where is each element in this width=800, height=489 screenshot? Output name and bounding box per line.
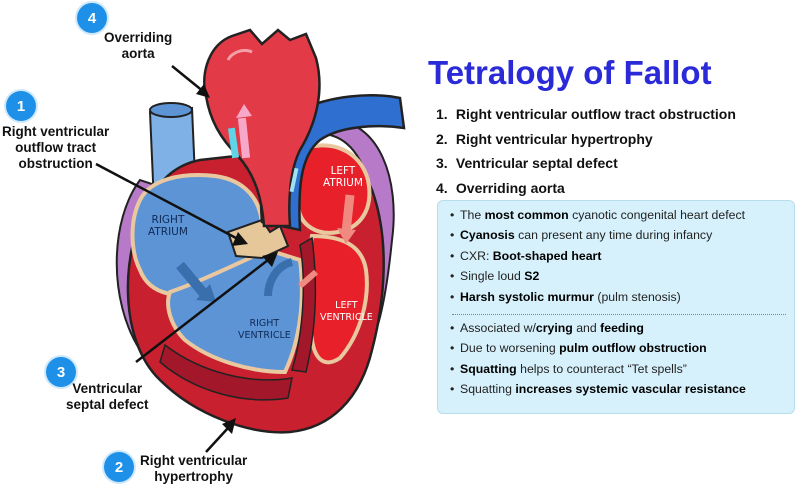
leader-arrowhead-septal-defect [262, 252, 278, 267]
badge-3: 3 [46, 357, 76, 387]
leader-arrowhead-overriding-aorta [196, 84, 210, 98]
pulmonary-flow-arrow [289, 167, 299, 193]
leader-arrowhead-hypertrophy [222, 418, 236, 434]
left-atrium-flow-arrowhead [337, 228, 356, 244]
facts-divider [452, 314, 786, 315]
right-atrium-flow-arrow [176, 261, 209, 299]
facts-list-tet-spells: •Associated w/crying and feeding •Due to… [450, 318, 746, 400]
fact-item: •The most common cyanotic congenital hea… [450, 208, 746, 222]
facts-panel: •The most common cyanotic congenital hea… [437, 200, 795, 414]
fact-item: •Due to worsening pulm outflow obstructi… [450, 341, 707, 356]
fact-item: •Harsh systolic murmur (pulm stenosis) [450, 289, 681, 304]
left-atrium-flow-arrow [341, 194, 355, 233]
fact-item: •Cyanosis can present any time during in… [450, 228, 713, 243]
aorta-flow-arrowhead [236, 104, 252, 118]
defect-item: 4. Overriding aorta [436, 179, 565, 196]
leader-line-septal-defect [135, 259, 269, 363]
defect-item: 2. Right ventricular hypertrophy [436, 130, 653, 147]
aorta-flow-arrow-pink [237, 117, 251, 159]
badge-1: 1 [6, 91, 36, 121]
left-atrium [295, 143, 372, 235]
aorta-flow-arrow-cyan [227, 127, 240, 159]
facts-list-clinical: •The most common cyanotic congenital hea… [450, 205, 745, 307]
fact-item: •CXR: Boot-shaped heart [450, 248, 602, 263]
fact-item: •Single loud S2 [450, 269, 540, 284]
leader-line-overriding-aorta [171, 65, 205, 93]
fact-item: •Squatting increases systemic vascular r… [450, 382, 746, 397]
leader-line-hypertrophy [205, 427, 229, 453]
badge-2: 2 [104, 452, 134, 482]
defect-item: 3. Ventricular septal defect [436, 155, 618, 171]
defect-list: 1. Right ventricular outflow tract obstr… [436, 102, 736, 200]
leader-arrowhead-outflow-obstruction [232, 232, 248, 246]
page-title: Tetralogy of Fallot [428, 54, 712, 91]
fact-item: •Squatting helps to counteract “Tet spel… [450, 361, 687, 376]
shunt-flow-arrow [298, 269, 318, 289]
leader-line-outflow-obstruction [95, 162, 237, 240]
aorta-highlight [226, 48, 253, 61]
badge-4: 4 [77, 3, 107, 33]
vena-cava-opening [149, 102, 193, 118]
fact-item: •Associated w/crying and feeding [450, 321, 644, 335]
defect-item: 1. Right ventricular outflow tract obstr… [436, 106, 736, 122]
right-ventricle-flow-arrow [264, 258, 294, 297]
right-atrium-flow-arrowhead [196, 284, 216, 302]
hypertrophied-wall [159, 343, 293, 401]
